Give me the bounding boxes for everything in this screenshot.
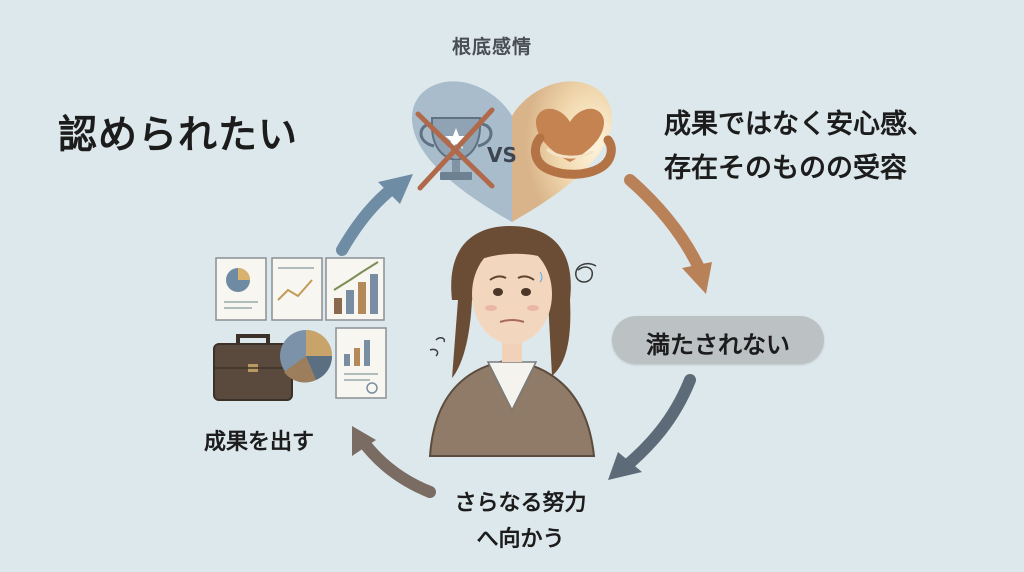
further-effort-label: さらなる努力 へ向かう (438, 486, 603, 558)
worried-woman-illustration (428, 226, 596, 457)
unfulfilled-pill (612, 316, 824, 364)
main-heading: 認められたい (58, 113, 299, 158)
arrow-to-results-icon (352, 426, 376, 456)
deliver-results-label: 成果を出す (204, 430, 315, 455)
true-need-line-1: 成果ではなく安心感、 (664, 109, 934, 140)
true-need-line-2: 存在そのものの受容 (664, 153, 907, 184)
trophy-crossed-icon (415, 107, 495, 191)
vs-label: VS (487, 143, 517, 167)
heart-hands-icon (530, 108, 616, 179)
report-document-icon (335, 327, 387, 399)
true-need-text: 成果ではなく安心感、 存在そのものの受容 (664, 103, 934, 191)
arrow-to-effort-icon (608, 452, 642, 480)
arrow-to-unfulfilled-icon (682, 262, 712, 294)
pie-chart-icon (280, 330, 332, 383)
swirl-icon (429, 262, 597, 357)
arrow-to-heart-icon (378, 174, 413, 204)
further-effort-line-2: へ向かう (476, 527, 565, 552)
briefcase-icon (213, 334, 293, 401)
arrowheads (352, 174, 712, 480)
root-emotion-label: 根底感情 (452, 36, 533, 58)
unfulfilled-label: 満たされない (646, 331, 790, 359)
further-effort-line-1: さらなる努力 (454, 491, 587, 516)
document-charts-icon (215, 257, 385, 321)
